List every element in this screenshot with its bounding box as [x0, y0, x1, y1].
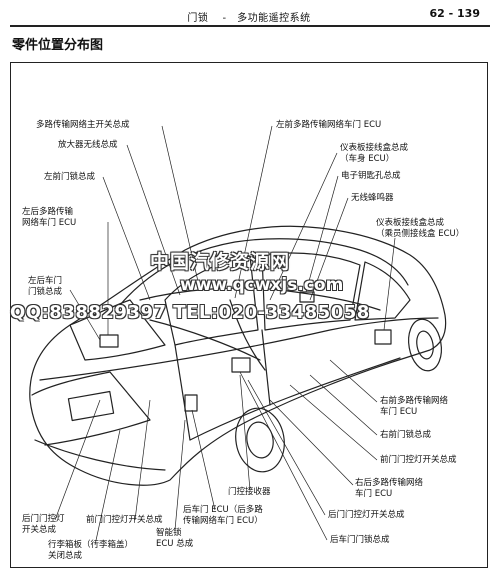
rear-left-ecu-part: [99, 334, 119, 348]
label-rl-lock: 左后车门 门锁总成: [28, 276, 63, 297]
door-sill: [189, 357, 401, 441]
label-rr-lock: 后车门门锁总成: [330, 535, 390, 545]
label-rear-courtesy-l: 后门门控灯 开关总成: [22, 514, 65, 535]
car-roof: [119, 238, 409, 306]
label-key-cylinder: 电子钥匙孔总成: [341, 171, 401, 181]
label-buzzer: 无线蜂鸣器: [351, 193, 394, 203]
header-rule: [10, 25, 490, 27]
passenger-jb-part: [374, 329, 392, 345]
rear-wheel-hub: [246, 421, 274, 459]
watermark-line1: 中国汽修资源网: [150, 251, 291, 273]
car-body-outline: [29, 225, 447, 486]
rear-bumper: [34, 439, 166, 471]
label-amplifier-antenna: 放大器无线总成: [58, 140, 118, 150]
front-door-line: [261, 329, 271, 406]
rear-door-line: [174, 344, 191, 441]
car-beltline: [39, 317, 439, 381]
car-windshield: [354, 261, 411, 321]
car-side-window-rear: [164, 255, 259, 346]
label-rl-ecu: 左后多路传输 网络车门 ECU: [22, 207, 77, 228]
label-fr-door-ecu: 右前多路传输网络 车门 ECU: [380, 396, 449, 417]
watermark-line2: www.qcwxjs.com: [180, 275, 344, 295]
label-front-courtesy: 前门门控灯开关总成: [380, 455, 457, 465]
interior-wiring: [139, 287, 381, 311]
label-front-courtesy-l: 前门门控灯开关总成: [86, 515, 163, 525]
label-rear-courtesy-r: 后门门控灯开关总成: [328, 510, 405, 520]
label-fr-lock: 右前门锁总成: [380, 430, 432, 440]
key-cylinder-part: [299, 291, 315, 303]
watermark-line3: QQ:838829397 TEL:020-33485058: [10, 302, 370, 323]
page-header-title: 门锁 - 多功能遥控系统: [187, 13, 311, 24]
rear-wheel: [235, 407, 285, 473]
rear-door-ecu-part: [184, 394, 198, 412]
front-ecu-part: [231, 357, 251, 373]
front-wheel: [408, 318, 442, 372]
front-wheel-hub: [416, 330, 434, 360]
label-receiver: 门控接收器: [228, 487, 271, 497]
label-fl-door-ecu: 左前多路传输网络车门 ECU: [276, 120, 382, 130]
car-rear-window: [69, 299, 166, 361]
page-number: 62 - 139: [429, 7, 481, 20]
section-title: 零件位置分布图: [12, 38, 104, 53]
label-smart-lock: 智能锁 ECU 总成: [156, 528, 194, 549]
label-trunk-switch: 行李箱板（行李箱盖） 关闭总成: [48, 540, 134, 561]
diagram-frame: [10, 62, 488, 568]
label-instrument-jb-driver: 仪表板接线盒总成 （车身 ECU）: [340, 143, 409, 164]
label-fl-lock: 左前门锁总成: [44, 172, 96, 182]
label-rr-door-ecu: 右后多路传输网络 车门 ECU: [355, 478, 424, 499]
license-plate: [67, 390, 115, 422]
label-main-switch: 多路传输网络主开关总成: [36, 120, 130, 130]
label-instrument-jb-passenger: 仪表板接线盒总成 （乘员侧接线盒 ECU）: [376, 218, 465, 239]
car-trunk: [31, 371, 151, 446]
car-side-window-front: [261, 252, 361, 331]
label-rear-door-ecu: 后车门 ECU（后多路 传输网络车门 ECU）: [183, 505, 263, 526]
